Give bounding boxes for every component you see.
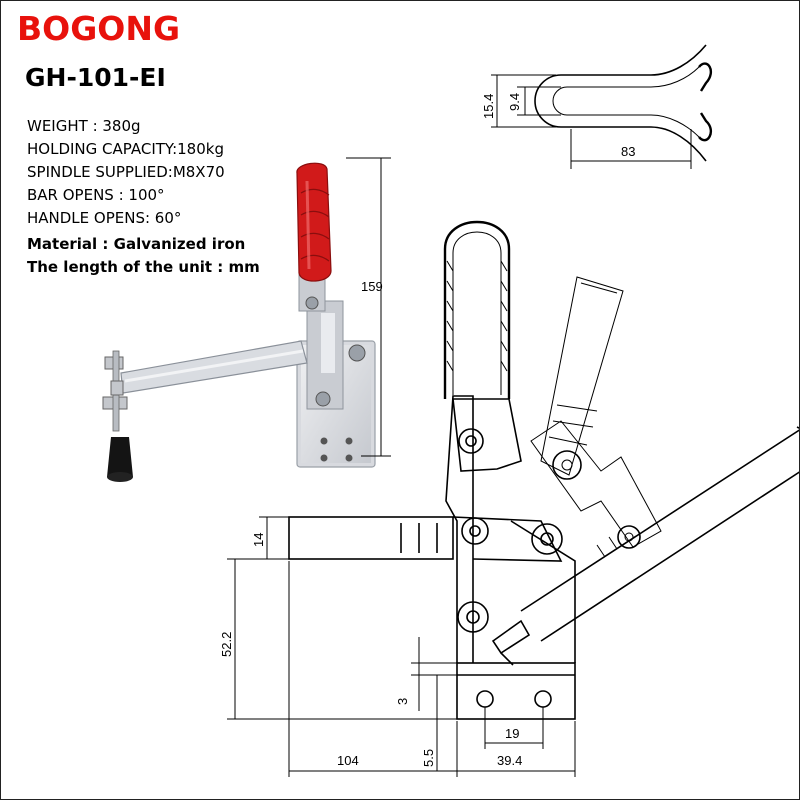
main-view-dimensions: 14 52.2 3 5.5 19 104: [219, 516, 576, 777]
slot-label: 3: [395, 698, 410, 705]
bar-dia-label: 14: [251, 533, 266, 547]
top-slot-view: 15.4 9.4 83: [481, 44, 712, 169]
spec-handle-opens: HANDLE OPENS: 60°: [27, 209, 182, 227]
base-width-label: 39.4: [497, 753, 522, 768]
photo-height-label: 159: [361, 279, 383, 294]
spec-bar-opens: BAR OPENS : 100°: [27, 186, 165, 204]
top-length-label: 83: [621, 144, 635, 159]
note-units: The length of the unit : mm: [27, 258, 260, 276]
top-inner-label: 9.4: [507, 93, 522, 111]
hole-spacing-label: 19: [505, 726, 519, 741]
base-offset-label: 5.5: [421, 749, 436, 767]
notes-list: Material : Galvanized iron The length of…: [27, 233, 260, 279]
brand-logo: BOGONG: [17, 9, 181, 48]
spec-weight: WEIGHT : 380g: [27, 117, 141, 135]
reach-label: 104: [337, 753, 359, 768]
spec-holding-capacity: HOLDING CAPACITY:180kg: [27, 140, 224, 158]
height-label: 52.2: [219, 632, 234, 657]
spec-spindle: SPINDLE SUPPLIED:M8X70: [27, 163, 225, 181]
top-outer-label: 15.4: [481, 94, 496, 119]
main-side-view: [288, 220, 799, 720]
photo-height-dimension: 159: [346, 157, 391, 457]
clamp-photo: [102, 162, 376, 482]
spec-list: WEIGHT : 380g HOLDING CAPACITY:180kg SPI…: [27, 115, 225, 230]
note-material: Material : Galvanized iron: [27, 235, 246, 253]
model-number: GH-101-EI: [25, 63, 166, 92]
